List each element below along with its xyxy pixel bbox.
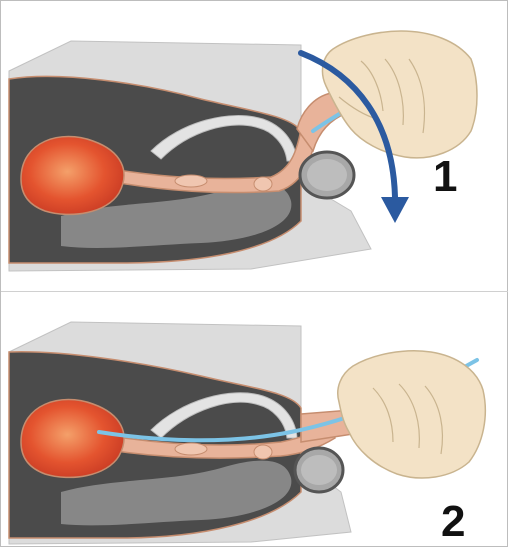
- bulb: [254, 177, 272, 191]
- prostate: [175, 443, 207, 455]
- hand-icon: [338, 351, 486, 478]
- bulb: [254, 445, 272, 459]
- hand-icon: [322, 31, 477, 158]
- step-number: 2: [441, 500, 465, 544]
- step-number: 1: [433, 155, 457, 199]
- panel-step-2: 2: [1, 292, 508, 547]
- panel-step-1: 1: [1, 1, 508, 292]
- bladder: [21, 137, 124, 215]
- anatomy-illustration-step-2: [1, 292, 508, 547]
- anatomy-illustration-step-1: [1, 1, 508, 291]
- prostate: [175, 175, 207, 187]
- bladder: [21, 400, 124, 478]
